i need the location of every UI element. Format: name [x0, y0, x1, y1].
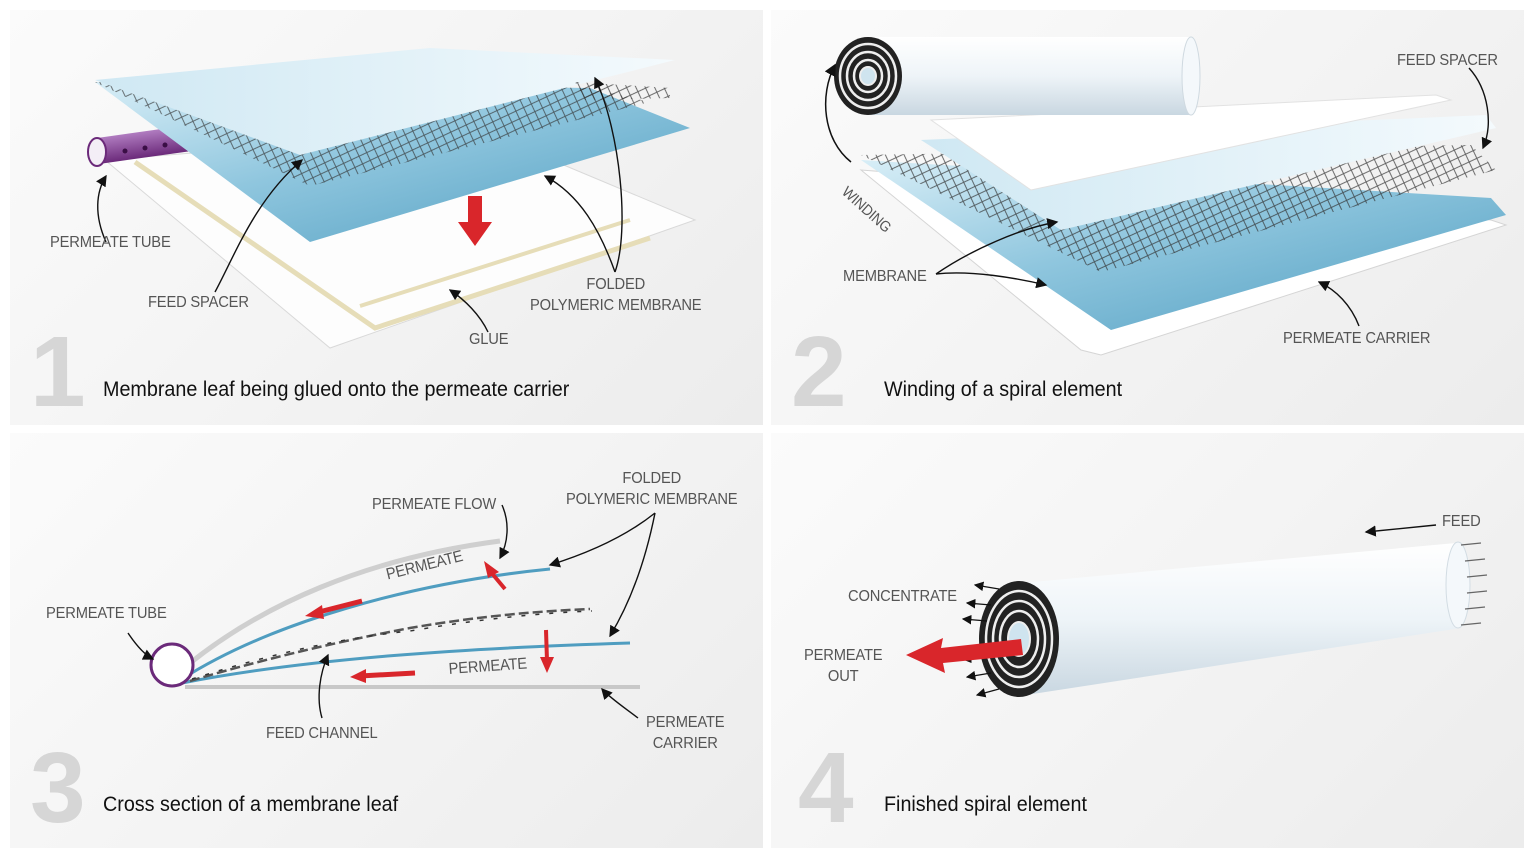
- finished-element-illustration: [906, 524, 1488, 698]
- roll-end-spiral: [834, 37, 902, 115]
- panel-spiral-winding: FEED SPACER WINDING MEMBRANE PERMEATE CA…: [771, 10, 1524, 425]
- label-line: PERMEATE: [646, 714, 725, 731]
- downward-red-arrow: [458, 196, 492, 246]
- step-number: 1: [30, 316, 86, 425]
- label-concentrate: CONCENTRATE: [848, 588, 957, 605]
- top-sheet: [929, 94, 1453, 191]
- cross-section-illustration: [127, 504, 656, 719]
- label-feed-channel: FEED CHANNEL: [266, 725, 378, 742]
- feed-channel-braid: [189, 607, 591, 683]
- step-number: 2: [791, 316, 847, 425]
- feed-inlet-arrows: [1460, 542, 1488, 626]
- red-arrow-downward: [544, 629, 549, 662]
- label-feed: FEED: [1442, 513, 1481, 530]
- glue-line: [133, 159, 651, 331]
- label-line: POLYMERIC MEMBRANE: [530, 297, 702, 314]
- gluing-illustration: [87, 48, 697, 349]
- permeate-tube: [87, 125, 189, 167]
- label-folded-polymeric-membrane: FOLDED POLYMERIC MEMBRANE: [566, 468, 738, 510]
- label-permeate-tube: PERMEATE TUBE: [50, 234, 171, 251]
- label-folded-polymeric-membrane: FOLDED POLYMERIC MEMBRANE: [530, 274, 702, 316]
- membrane-upper-sheet: [95, 48, 675, 155]
- permeate-out-arrow: [906, 638, 1023, 673]
- label-permeate-out: PERMEATE OUT: [804, 645, 883, 687]
- label-permeate-flow: PERMEATE FLOW: [372, 496, 497, 513]
- permeate-tube-circle: [149, 642, 195, 688]
- roll-cylinder: [866, 37, 1191, 115]
- label-permeate-tube: PERMEATE TUBE: [46, 605, 167, 622]
- element-end-spiral: [979, 581, 1059, 697]
- label-glue: GLUE: [469, 331, 509, 348]
- label-line: CARRIER: [652, 735, 718, 752]
- panel-caption: Membrane leaf being glued onto the perme…: [103, 378, 570, 401]
- step-number: 4: [798, 732, 854, 844]
- panel-caption: Finished spiral element: [884, 793, 1087, 816]
- label-feed-spacer: FEED SPACER: [148, 294, 249, 311]
- label-permeate-carrier: PERMEATE CARRIER: [646, 712, 725, 754]
- concentrate-outlet-arrows: [961, 581, 1000, 698]
- panel-membrane-leaf-gluing: PERMEATE TUBE FEED SPACER GLUE FOLDED PO…: [10, 10, 763, 425]
- label-permeate-carrier: PERMEATE CARRIER: [1283, 330, 1431, 347]
- label-line: FOLDED: [622, 470, 682, 487]
- element-cylinder: [1021, 543, 1461, 695]
- outer-wrap: [176, 538, 501, 675]
- feed-arrow: [1364, 524, 1437, 537]
- panel-cross-section: PERMEATE FLOW FOLDED POLYMERIC MEMBRANE …: [10, 433, 763, 848]
- panel-finished-element: FEED CONCENTRATE PERMEATE OUT 4 Finished…: [771, 433, 1524, 848]
- panel-caption: Cross section of a membrane leaf: [103, 793, 399, 816]
- label-line: FOLDED: [586, 276, 646, 293]
- label-line: OUT: [827, 668, 859, 685]
- label-line: POLYMERIC MEMBRANE: [566, 491, 738, 508]
- step-number: 3: [30, 732, 86, 844]
- membrane-lower: [181, 641, 631, 685]
- label-membrane: MEMBRANE: [843, 268, 927, 285]
- winding-illustration: [824, 36, 1508, 356]
- red-arrow-permeate-lower: [359, 670, 416, 679]
- panel-caption: Winding of a spiral element: [884, 378, 1123, 401]
- label-feed-spacer: FEED SPACER: [1397, 52, 1498, 69]
- label-line: PERMEATE: [804, 647, 883, 664]
